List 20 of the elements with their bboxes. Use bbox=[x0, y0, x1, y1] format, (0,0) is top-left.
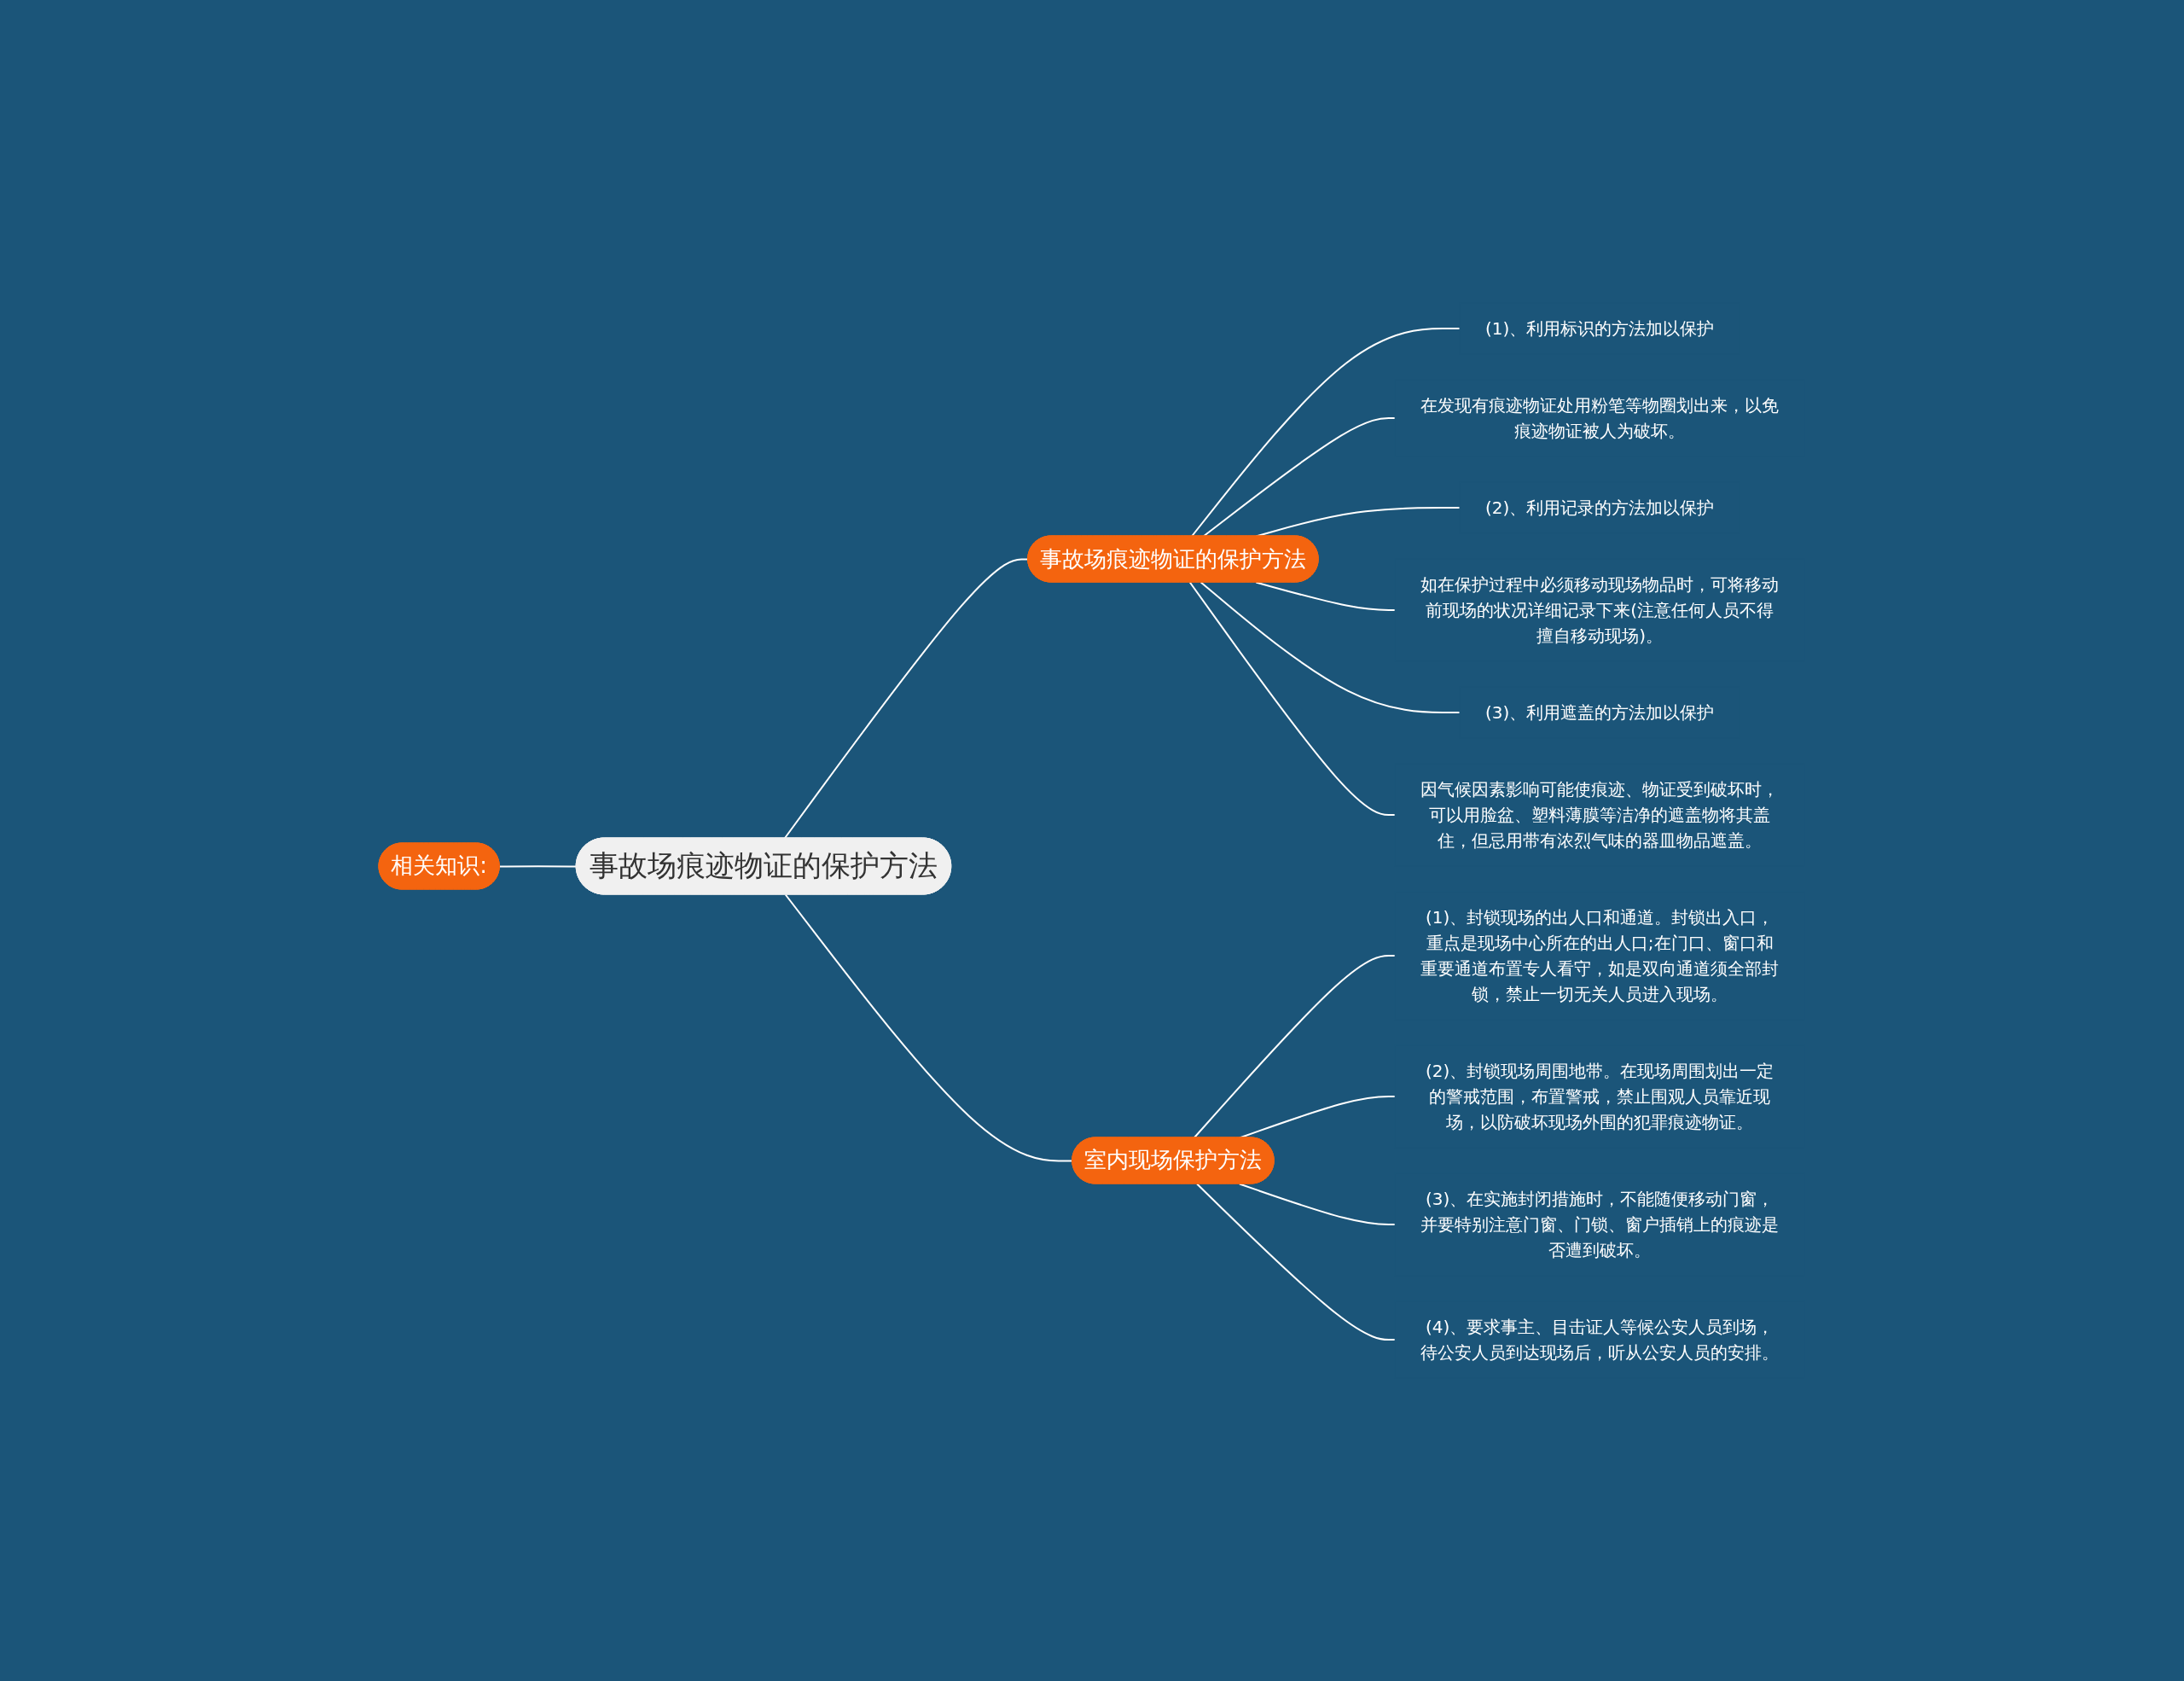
connector bbox=[1189, 581, 1397, 816]
connector bbox=[1194, 955, 1397, 1139]
connector bbox=[1196, 1183, 1397, 1341]
node-text: 因气候因素影响可能使痕迹、物证受到破坏时，可以用脸盆、塑料薄膜等洁净的遮盖物将其盖住，但忌用带有浓烈气味的器皿物品遮盖。 bbox=[1420, 779, 1780, 851]
connector bbox=[1203, 417, 1397, 538]
node-text: (3)、在实施封闭措施时，不能随便移动门窗，并要特别注意门窗、门锁、窗户插销上的痕迹是否遭到破坏。 bbox=[1420, 1189, 1780, 1260]
node-text: (1)、利用标识的方法加以保护 bbox=[1485, 318, 1715, 339]
node-text: (2)、封锁现场周围地带。在现场周围划出一定的警戒范围，布置警戒，禁止围观人员靠近现场，以防破坏现场外围的犯罪痕迹物证。 bbox=[1426, 1061, 1774, 1132]
node-text: (3)、利用遮盖的方法加以保护 bbox=[1485, 702, 1715, 723]
node-text: (1)、封锁现场的出人口和通道。封锁出入口，重点是现场中心所在的出人口;在门口、窗口和重要通道布置专人看守，如是双向通道须全部封锁，禁止一切无关人员进入现场。 bbox=[1420, 907, 1780, 1004]
connector bbox=[1239, 1183, 1397, 1225]
connector bbox=[1255, 581, 1397, 611]
connector bbox=[1200, 581, 1461, 713]
node-text: 如在保护过程中必须移动现场物品时，可将移动前现场的状况详细记录下来(注意任何人员不得擅自移动现场)。 bbox=[1420, 574, 1780, 646]
connector bbox=[784, 558, 1030, 840]
connector bbox=[1191, 328, 1461, 538]
node-text: (2)、利用记录的方法加以保护 bbox=[1485, 497, 1715, 518]
connector bbox=[785, 893, 1074, 1162]
node-text: 在发现有痕迹物证处用粉笔等物圈划出来，以免痕迹物证被人为破坏。 bbox=[1420, 395, 1780, 441]
node-text: (4)、要求事主、目击证人等候公安人员到场，待公安人员到达现场后，听从公安人员的安排。 bbox=[1420, 1317, 1780, 1363]
